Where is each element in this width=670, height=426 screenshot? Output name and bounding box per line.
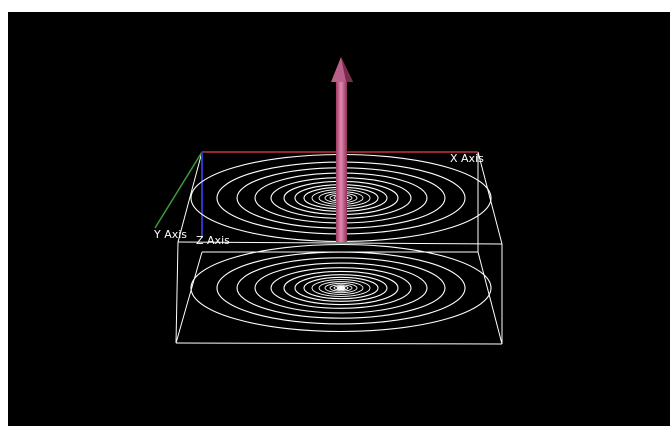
box-edge [175,251,203,344]
contour-ring [190,243,492,333]
x-axis-label: X Axis [450,152,484,165]
box-edge [175,342,503,345]
y-axis-label: Y Axis [153,228,187,241]
arrow-head-shade [341,57,353,82]
lower-contour-plane [190,243,492,333]
contour-ring [270,267,412,309]
contour-ring [324,282,358,294]
contour-ring [303,276,379,300]
box-edge [177,241,503,245]
z-axis-label: Z Axis [196,234,230,247]
box-edge [175,241,179,344]
contour-ring [283,270,399,306]
y-axis-line [154,151,203,229]
box-edge [177,151,203,243]
contour-ring [254,262,428,314]
contour-ring [216,251,466,325]
magnetic-field-scene: X Axis Y Axis Z Axis [153,57,503,345]
contour-ring [236,257,446,319]
contour-ring [294,274,388,302]
contour-ring [329,284,353,292]
arrow-shaft [336,80,347,242]
3d-viewport[interactable]: X Axis Y Axis Z Axis [8,12,670,426]
field-vector-arrow [331,57,353,242]
contour-ring [311,279,371,297]
box-edge [477,251,503,345]
contour-center [337,286,345,290]
box-edge [477,151,503,245]
contour-ring [318,281,364,295]
contour-ring [333,285,349,291]
